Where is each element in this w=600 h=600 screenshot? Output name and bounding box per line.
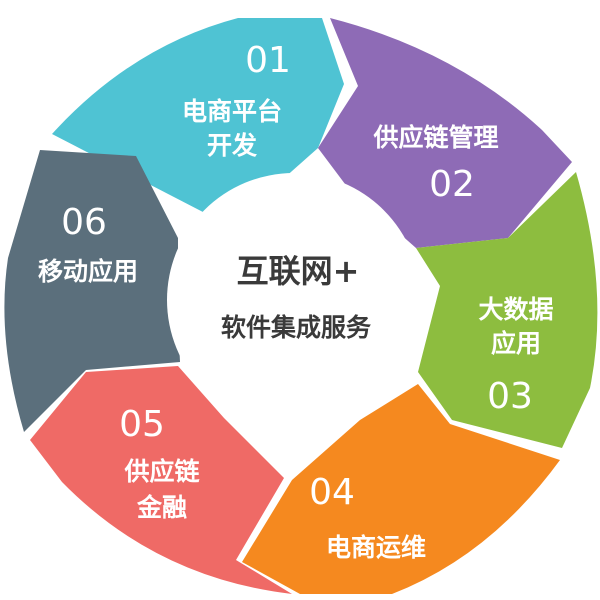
segment-01-label-line-2: 开发 <box>207 131 257 160</box>
segment-01-number: 01 <box>245 40 291 81</box>
segment-05-shape[interactable] <box>30 366 292 594</box>
segment-04-number: 04 <box>309 472 355 513</box>
center-subtitle: 软件集成服务 <box>221 313 371 342</box>
segment-06-number: 06 <box>61 202 107 243</box>
segment-01-shape[interactable] <box>52 18 344 226</box>
segment-03-number: 03 <box>487 376 533 417</box>
segment-01-label-line-1: 电商平台 <box>182 97 282 126</box>
segment-04-shape[interactable] <box>242 384 560 594</box>
segment-05-label-line-1: 供应链 <box>123 457 199 486</box>
center-hub <box>167 173 421 427</box>
segment-02-number: 02 <box>429 164 475 205</box>
segment-03-label-line-1: 大数据 <box>478 295 553 324</box>
center-title: 互联网+ <box>237 252 360 290</box>
segment-05-number: 05 <box>119 404 165 445</box>
segment-06-label-line-1: 移动应用 <box>38 257 138 286</box>
segment-04-label-line-1: 电商运维 <box>326 533 426 562</box>
segment-03-label-line-2: 应用 <box>491 329 541 358</box>
segment-02-shape[interactable] <box>318 18 572 248</box>
segment-02-label-line-1: 供应链管理 <box>372 123 498 152</box>
segment-06-shape[interactable] <box>4 150 181 432</box>
segment-05-label-line-2: 金融 <box>136 493 187 522</box>
segment-03-shape[interactable] <box>416 172 598 448</box>
